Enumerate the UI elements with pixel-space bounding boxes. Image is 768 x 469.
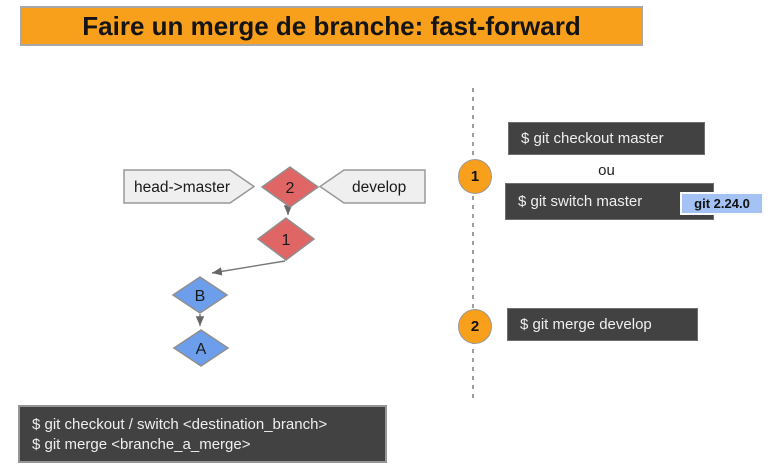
footer-command-box: $ git checkout / switch <destination_bra… (18, 405, 387, 463)
page-title-text: Faire un merge de branche: fast-forward (82, 10, 581, 41)
commit-node-A: A (172, 329, 230, 367)
branch-label-develop: develop (318, 169, 426, 204)
commit-2-diamond (260, 166, 320, 208)
step-2-number: 2 (470, 318, 480, 335)
git-version-badge: git 2.24.0 (680, 192, 764, 215)
or-label-text: ou (598, 161, 615, 179)
head-master-label: head->master (134, 179, 230, 196)
command-box-checkout: $ git checkout master (508, 122, 705, 155)
command-checkout-text: $ git checkout master (521, 130, 664, 147)
arrow-commit1-to-commitB (211, 260, 286, 276)
step-2-badge: 2 (458, 309, 492, 344)
step-1-number: 1 (470, 168, 480, 185)
step-1-badge: 1 (458, 159, 492, 194)
footer-command-line2: $ git merge <branche_a_merge> (32, 436, 251, 453)
or-label: ou (508, 160, 705, 180)
page-title: Faire un merge de branche: fast-forward (20, 6, 643, 46)
commit-A-label: A (196, 341, 207, 358)
develop-label: develop (352, 179, 406, 196)
develop-pointer-shape (318, 169, 426, 204)
commit-B-diamond (171, 276, 229, 314)
commit-node-1: 1 (256, 217, 316, 261)
branch-label-head-master: head->master (123, 169, 256, 204)
commit-node-B: B (171, 276, 229, 314)
git-version-text: git 2.24.0 (694, 196, 750, 211)
command-box-merge: $ git merge develop (507, 308, 698, 341)
commit-A-diamond (172, 329, 230, 367)
footer-command-line1: $ git checkout / switch <destination_bra… (32, 416, 328, 433)
commit-2-label: 2 (286, 180, 295, 197)
head-master-pointer-shape (123, 169, 256, 204)
commit-1-diamond (256, 217, 316, 261)
dashed-separator-line (472, 88, 474, 398)
commit-node-2: 2 (260, 166, 320, 208)
command-merge-text: $ git merge develop (520, 316, 652, 333)
commit-1-label: 1 (282, 232, 291, 249)
command-switch-text: $ git switch master (518, 193, 643, 210)
command-box-switch: $ git switch master (505, 183, 714, 220)
commit-B-label: B (195, 288, 206, 305)
